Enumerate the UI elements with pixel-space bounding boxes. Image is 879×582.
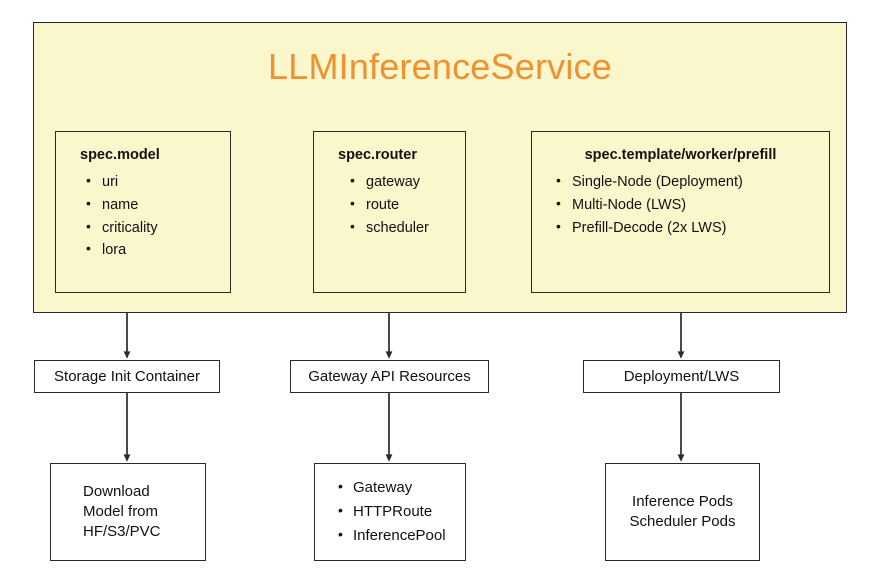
list-item: Multi-Node (LWS) [556, 193, 829, 217]
deployment-lws-box[interactable]: Deployment/LWS [583, 360, 780, 393]
spec-template-title: spec.template/worker/prefill [584, 147, 777, 163]
page-title: LLMInferenceService [268, 46, 612, 87]
spec-router-list: gateway route scheduler [314, 170, 465, 240]
download-model-box[interactable]: Download Model from HF/S3/PVC [50, 463, 206, 561]
list-item: Prefill-Decode (2x LWS) [556, 216, 829, 240]
list-item: HTTPRoute [338, 499, 465, 524]
list-item: InferencePool [338, 523, 465, 548]
gateway-api-resources-label: Gateway API Resources [308, 367, 471, 385]
list-item: Gateway [338, 475, 465, 500]
list-item: route [350, 193, 465, 217]
list-item: lora [86, 238, 230, 262]
spec-router-title: spec.router [338, 147, 417, 163]
spec-template-list: Single-Node (Deployment) Multi-Node (LWS… [532, 170, 829, 240]
list-item: name [86, 193, 230, 217]
spec-model-box[interactable]: spec.model uri name criticality lora [55, 131, 231, 293]
inference-pods-label: Inference Pods Scheduler Pods [629, 493, 736, 530]
inference-pods-box[interactable]: Inference Pods Scheduler Pods [605, 463, 760, 561]
gateway-api-resources-box[interactable]: Gateway API Resources [290, 360, 489, 393]
list-item: uri [86, 170, 230, 194]
spec-model-title: spec.model [80, 147, 160, 163]
spec-model-list: uri name criticality lora [56, 170, 230, 262]
storage-init-container-box[interactable]: Storage Init Container [34, 360, 220, 393]
spec-template-box[interactable]: spec.template/worker/prefill Single-Node… [531, 131, 830, 293]
list-item: Single-Node (Deployment) [556, 170, 829, 194]
list-item: scheduler [350, 216, 465, 240]
gateway-resources-list-box[interactable]: Gateway HTTPRoute InferencePool [314, 463, 466, 561]
deployment-lws-label: Deployment/LWS [623, 367, 740, 385]
list-item: gateway [350, 170, 465, 194]
storage-init-container-label: Storage Init Container [54, 367, 200, 385]
spec-router-box[interactable]: spec.router gateway route scheduler [313, 131, 466, 293]
download-model-label: Download Model from HF/S3/PVC [83, 483, 161, 540]
gateway-resources-list: Gateway HTTPRoute InferencePool [315, 475, 465, 548]
list-item: criticality [86, 216, 230, 240]
